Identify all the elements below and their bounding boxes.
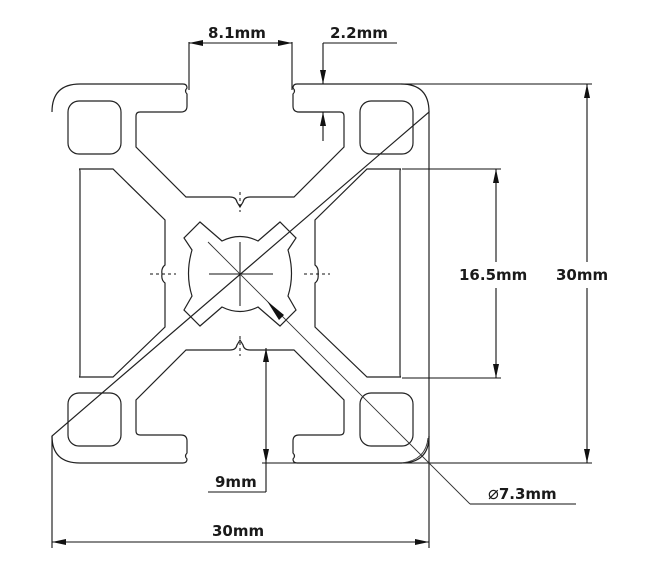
profile-outline — [51, 83, 430, 464]
dim-slot-depth — [208, 348, 297, 493]
label-slot-opening: 8.1mm — [208, 24, 266, 42]
label-inner-height: 16.5mm — [459, 266, 528, 284]
dim-lip-thickness — [297, 42, 397, 141]
diameter-symbol-icon: ⌀ — [488, 483, 499, 504]
dim-center-bore — [207, 241, 576, 505]
label-center-bore-value: 7.3mm — [498, 485, 557, 503]
dim-slot-opening — [188, 40, 293, 90]
label-lip-thickness: 2.2mm — [330, 24, 388, 42]
label-overall-width: 30mm — [212, 522, 265, 540]
label-overall-height: 30mm — [556, 266, 609, 284]
label-center-bore: ⌀7.3mm — [488, 483, 557, 504]
dim-inner-height — [402, 168, 501, 379]
dim-overall-height — [297, 83, 592, 464]
dim-overall-width — [51, 436, 430, 548]
label-slot-depth: 9mm — [215, 473, 257, 491]
